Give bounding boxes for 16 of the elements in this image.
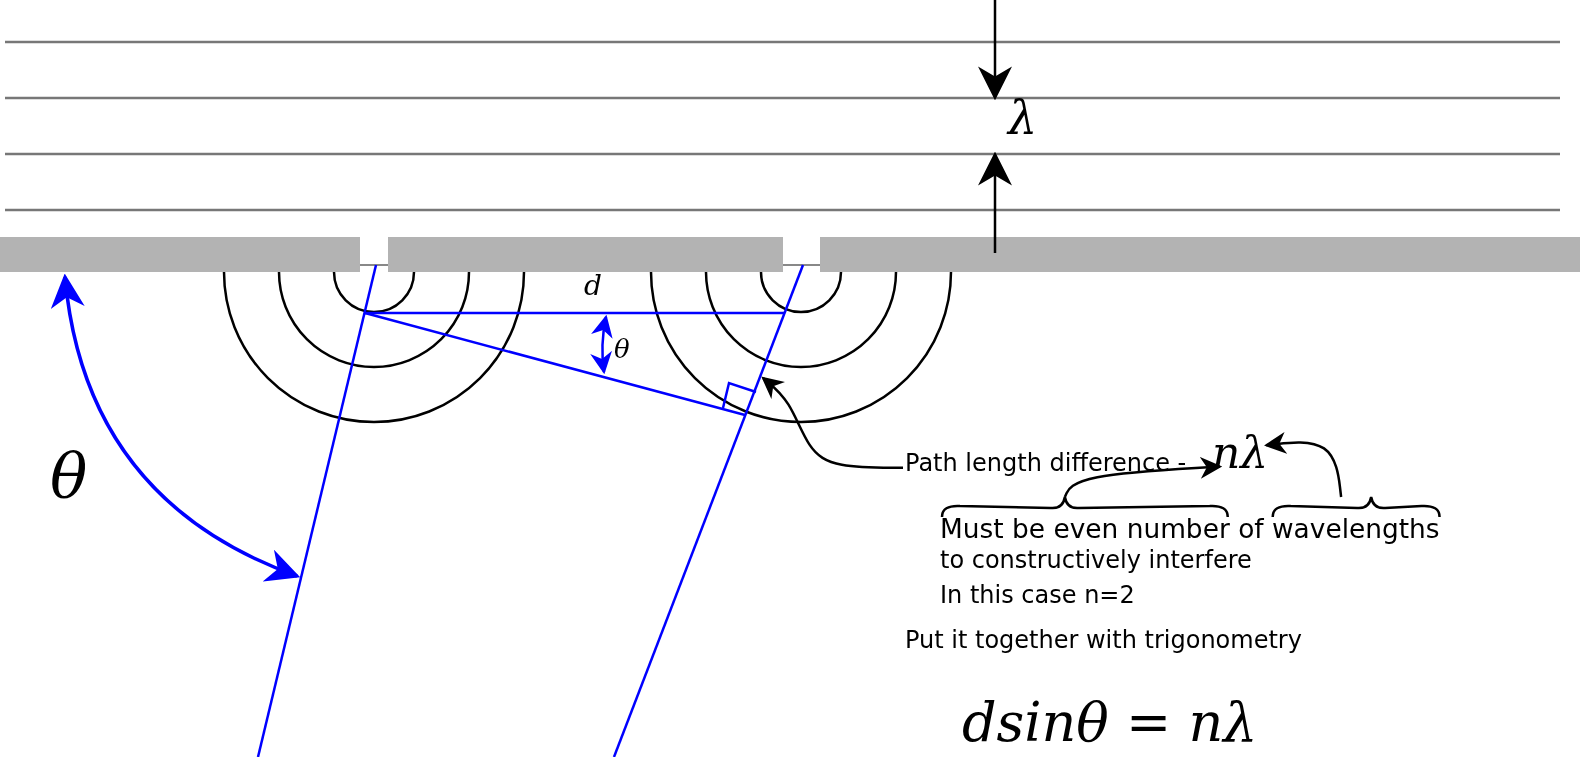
equation: dsinθ = nλ bbox=[962, 692, 1258, 755]
symbol-label: λ bbox=[1008, 92, 1038, 145]
arrow bbox=[1264, 432, 1343, 498]
curly-brace bbox=[940, 495, 1229, 518]
callout-text: Path length difference - bbox=[905, 450, 1187, 478]
formula-text: nλ bbox=[1212, 428, 1269, 479]
leader-line bbox=[761, 376, 903, 470]
note-text: In this case n=2 bbox=[940, 582, 1135, 610]
note-text: to constructively interfere bbox=[940, 547, 1252, 575]
note-text: Must be even number of wavelengths bbox=[940, 514, 1440, 545]
note-text: Put it together with trigonometry bbox=[905, 627, 1302, 655]
arrow bbox=[1063, 456, 1223, 498]
symbol-label: θ bbox=[50, 440, 88, 512]
curly-brace bbox=[1271, 495, 1441, 518]
symbol-label: θ bbox=[614, 335, 630, 365]
symbol-label: d bbox=[584, 270, 602, 303]
